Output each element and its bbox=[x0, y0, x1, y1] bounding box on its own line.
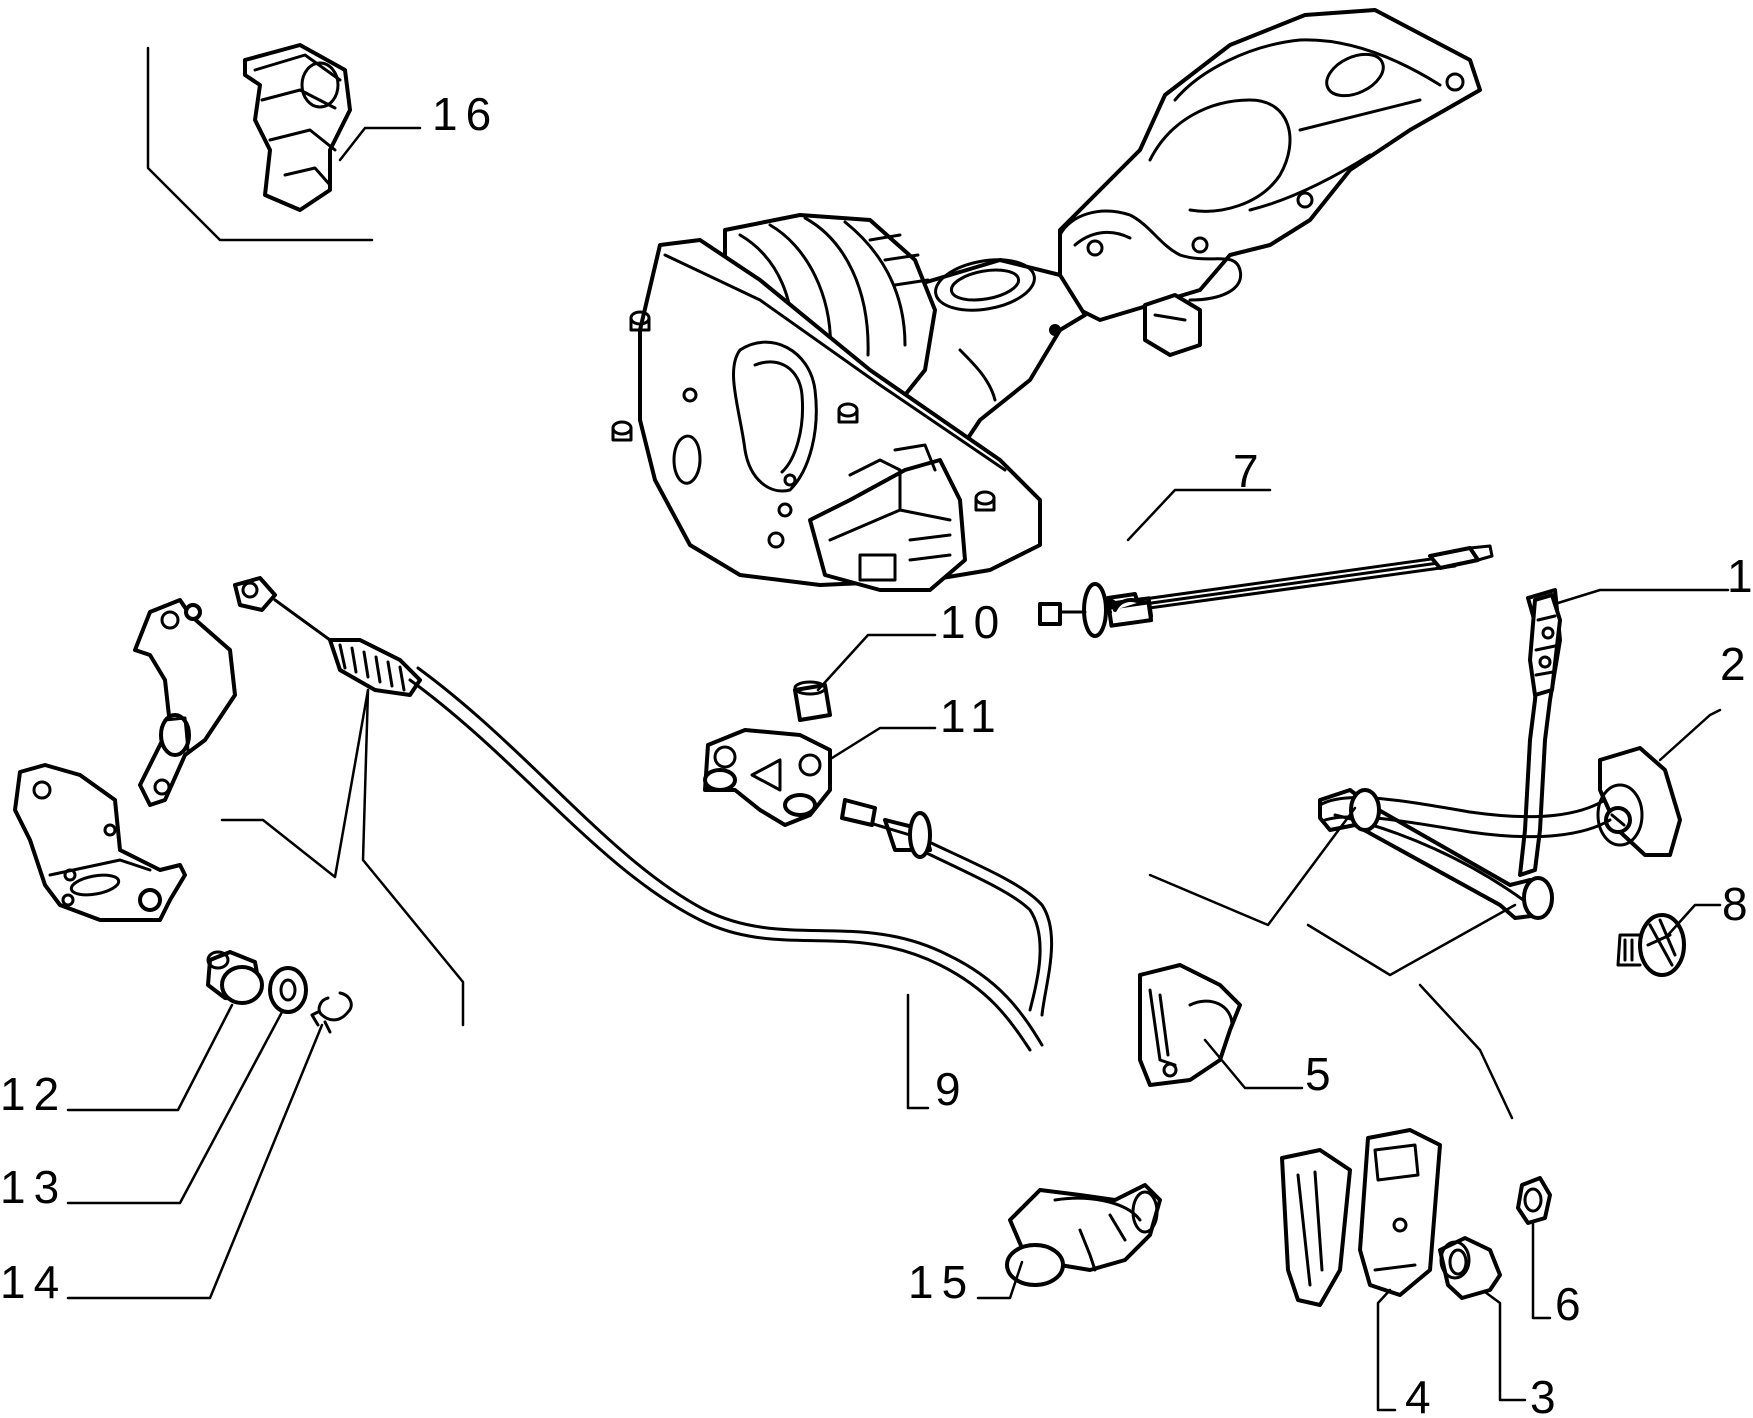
callout-1: 1 bbox=[1727, 550, 1753, 602]
part-1-lever bbox=[1518, 588, 1562, 877]
callout-8: 8 bbox=[1722, 878, 1753, 930]
callout-16: 16 bbox=[432, 88, 499, 140]
leader-1 bbox=[1556, 588, 1730, 605]
leader-16 bbox=[338, 126, 422, 162]
callout-2: 2 bbox=[1720, 638, 1753, 690]
leader-9 bbox=[906, 993, 930, 1110]
callout-5: 5 bbox=[1305, 1048, 1339, 1100]
leader-10 bbox=[816, 633, 937, 692]
part-11-lever bbox=[703, 728, 832, 827]
part-16-clip bbox=[243, 43, 352, 212]
leader-13 bbox=[66, 1010, 284, 1205]
leader-6 bbox=[1531, 1220, 1552, 1320]
main-housing-assembly bbox=[611, 8, 1482, 592]
part-2-knob bbox=[1596, 746, 1682, 857]
part-14-clip bbox=[310, 991, 353, 1034]
bracket-16 bbox=[146, 46, 374, 242]
callout-4: 4 bbox=[1405, 1371, 1439, 1418]
lower-bracket bbox=[13, 763, 187, 922]
callout-11: 11 bbox=[940, 690, 1004, 742]
part-10-bush bbox=[793, 680, 832, 722]
part-13-washer bbox=[268, 966, 308, 1014]
callout-15: 15 bbox=[908, 1256, 975, 1308]
callout-9: 9 bbox=[935, 1063, 969, 1115]
leader-15 bbox=[976, 1260, 1024, 1300]
part-7-cable bbox=[1038, 544, 1494, 638]
leader-14 bbox=[66, 1023, 324, 1300]
selector-rod bbox=[1318, 788, 1612, 920]
leader-8 bbox=[1666, 903, 1722, 937]
leader-4 bbox=[1376, 1288, 1397, 1412]
leader-3 bbox=[1483, 1290, 1527, 1402]
callout-3: 3 bbox=[1530, 1371, 1564, 1418]
part-6-nut bbox=[1516, 1176, 1552, 1225]
upper-bracket bbox=[133, 598, 237, 807]
leader-11 bbox=[830, 726, 937, 760]
bracket-left bbox=[220, 688, 465, 1027]
callout-10: 10 bbox=[940, 596, 1007, 648]
callout-12: 12 bbox=[0, 1068, 67, 1120]
part-9-cable bbox=[233, 576, 1054, 1052]
leader-2 bbox=[1658, 708, 1722, 762]
callout-13: 13 bbox=[0, 1161, 67, 1213]
bracket-right bbox=[1148, 806, 1517, 1120]
part-8-bush bbox=[1616, 913, 1686, 977]
callout-14: 14 bbox=[0, 1256, 67, 1308]
leader-5 bbox=[1203, 1038, 1304, 1090]
part-4-bracket bbox=[1280, 1128, 1442, 1307]
leader-12 bbox=[66, 1003, 234, 1112]
callout-6: 6 bbox=[1555, 1278, 1589, 1330]
leader-7 bbox=[1126, 488, 1272, 542]
part-5-clamp bbox=[1138, 963, 1242, 1087]
part-12-bush bbox=[206, 950, 264, 1005]
callout-7: 7 bbox=[1233, 445, 1267, 497]
studs bbox=[611, 310, 996, 549]
part-15-sensor bbox=[1005, 1183, 1162, 1287]
part-3-knob bbox=[1438, 1236, 1502, 1300]
